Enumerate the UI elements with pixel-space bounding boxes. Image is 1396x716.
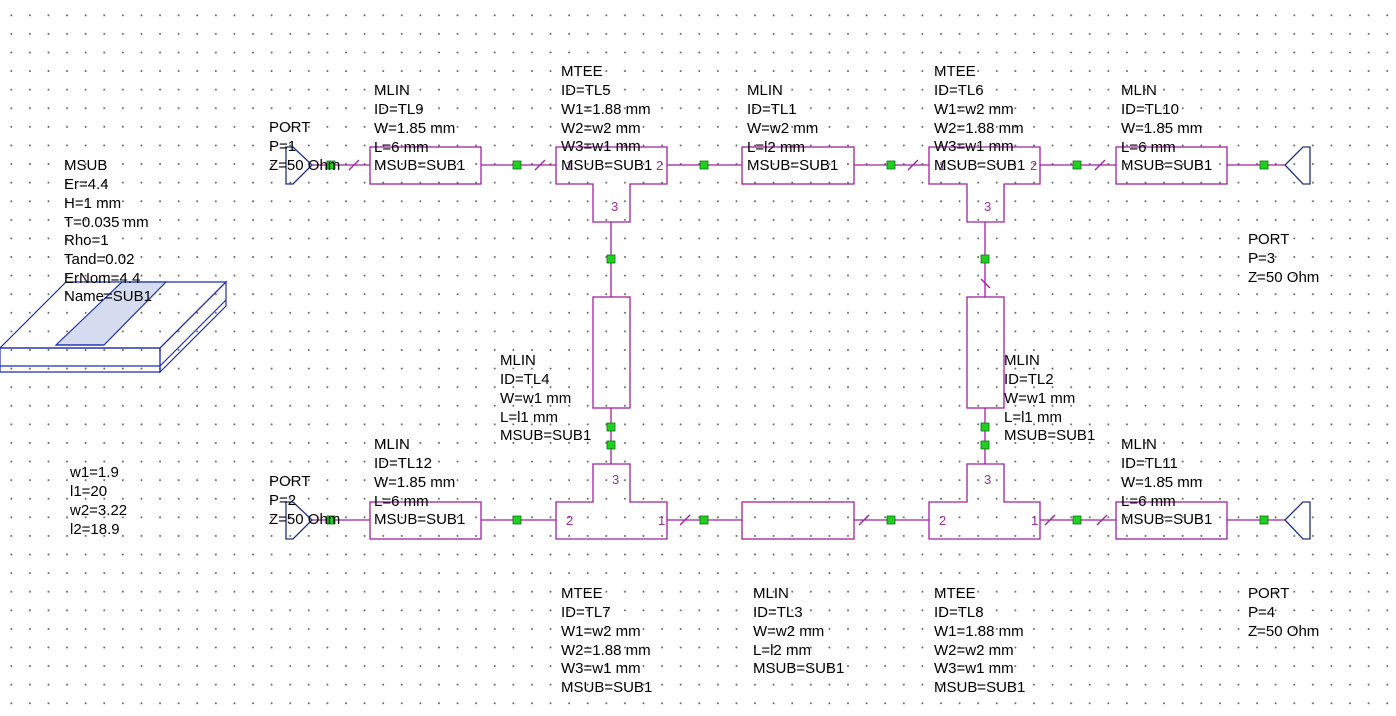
node (699, 515, 709, 525)
wire-tick (1094, 159, 1106, 171)
node (1259, 160, 1269, 170)
schematic-canvas[interactable]: 1 2 3 1 2 3 2 1 3 2 1 3 (0, 0, 1396, 660)
node (326, 160, 336, 170)
pin-label: 1 (1031, 513, 1038, 528)
node (512, 515, 522, 525)
node (980, 254, 990, 264)
node (1072, 515, 1082, 525)
node (606, 422, 616, 432)
mlin-tl1-shape[interactable] (741, 146, 855, 185)
pin-label: 2 (939, 513, 946, 528)
node (886, 515, 896, 525)
node (606, 254, 616, 264)
substrate-icon[interactable] (0, 280, 228, 374)
node (1259, 515, 1269, 525)
wire-tick (980, 278, 991, 289)
mtee-elements (555, 146, 1041, 540)
port-3-icon[interactable] (1284, 146, 1311, 185)
node (699, 160, 709, 170)
mlin-tl10-shape[interactable] (1115, 146, 1228, 185)
node (606, 440, 616, 450)
pin-label: 1 (658, 513, 665, 528)
tee-pin-labels: 1 2 3 1 2 3 2 1 3 2 1 3 (566, 158, 1038, 528)
wire-tick (348, 159, 360, 171)
mlin-tl11-shape[interactable] (1115, 501, 1228, 540)
node (980, 422, 990, 432)
pin-label: 3 (984, 472, 991, 487)
mtee-tl5-shape[interactable] (555, 146, 668, 223)
mtee-tl6-shape[interactable] (928, 146, 1041, 223)
wire-tick (534, 159, 546, 171)
mlin-elements (369, 146, 1228, 540)
mlin-tl3-shape[interactable] (741, 501, 855, 540)
port-2-icon[interactable] (285, 501, 313, 540)
pin-label: 3 (612, 472, 619, 487)
port-symbols (285, 146, 1311, 540)
node (1072, 160, 1082, 170)
connection-nodes (326, 160, 1269, 525)
pin-label: 3 (611, 199, 618, 214)
wire-tick (1044, 514, 1056, 526)
node (512, 160, 522, 170)
wire-tick (907, 159, 919, 171)
node (886, 160, 896, 170)
mlin-tl4-shape[interactable] (592, 296, 631, 409)
port-4-icon[interactable] (1284, 501, 1311, 540)
pin-label: 1 (566, 158, 573, 173)
mtee-tl7-shape[interactable] (555, 463, 668, 540)
pin-label: 2 (566, 513, 573, 528)
mlin-tl9-shape[interactable] (369, 146, 482, 185)
wire-tick (679, 514, 691, 526)
mtee-tl8-shape[interactable] (928, 463, 1041, 540)
pin-label: 2 (1030, 158, 1037, 173)
mlin-tl2-shape[interactable] (966, 296, 1005, 409)
port-1-icon[interactable] (285, 146, 313, 185)
pin-label: 1 (939, 158, 946, 173)
node (980, 440, 990, 450)
mlin-tl12-shape[interactable] (369, 501, 482, 540)
pin-label: 3 (984, 199, 991, 214)
wire-tick (858, 514, 870, 526)
wire-tick (1096, 514, 1108, 526)
pin-label: 2 (656, 158, 663, 173)
node (326, 515, 336, 525)
